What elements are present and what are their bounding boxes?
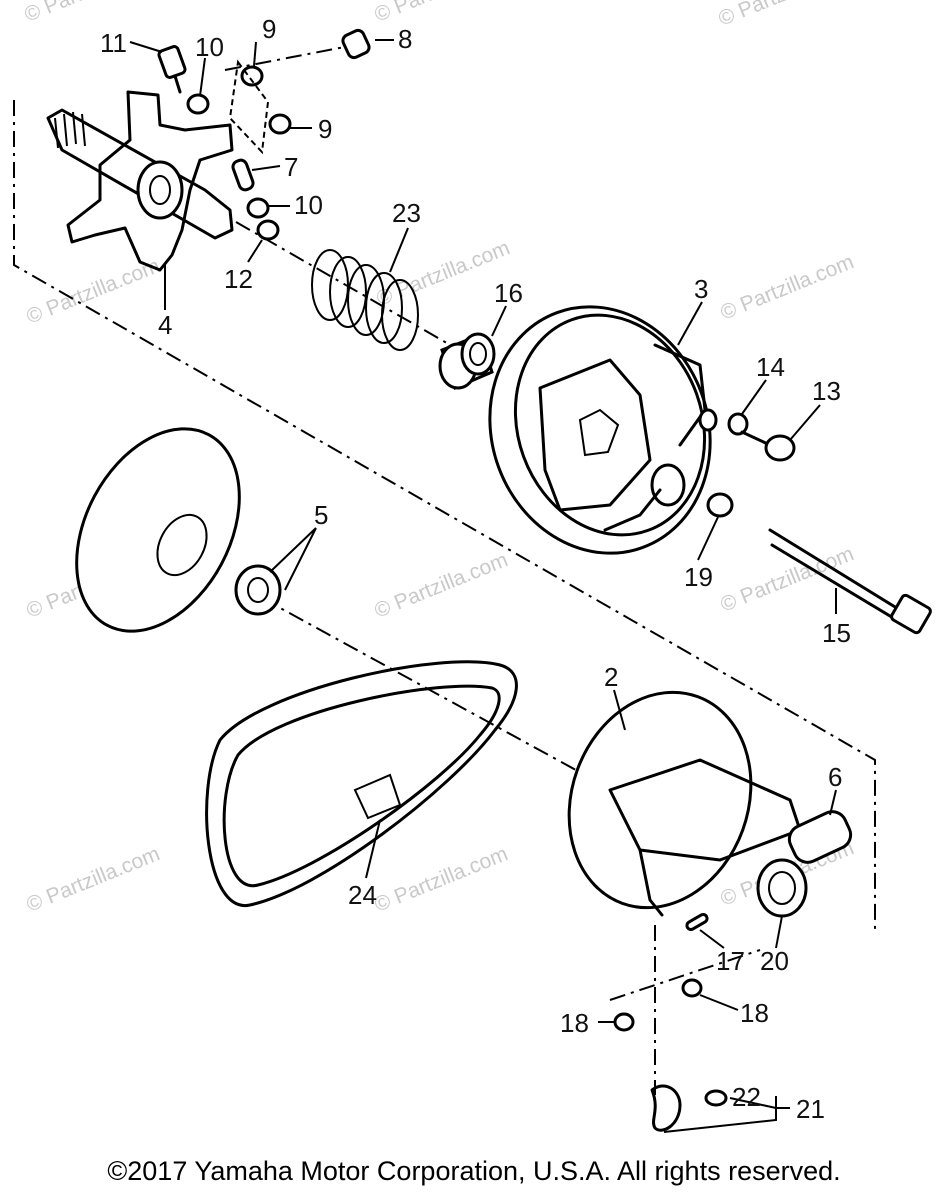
spring [311, 249, 419, 351]
callout-9: 9 [318, 114, 332, 144]
watermark: © Partzilla.com [23, 842, 163, 916]
callout-21: 21 [796, 1094, 825, 1124]
watermark: © Partzilla.com [371, 548, 511, 622]
callout-labels: 11 10 9 8 9 7 10 12 4 23 16 3 14 13 5 19… [100, 14, 851, 1124]
callout-5: 5 [314, 500, 328, 530]
callout-20: 20 [760, 946, 789, 976]
callout-18: 18 [560, 1008, 589, 1038]
fixed-sheave [75, 427, 241, 633]
watermark: © Partzilla.com [717, 250, 857, 324]
drive-belt [205, 660, 518, 907]
watermark: © Partzilla.com [373, 236, 513, 310]
callout-16: 16 [494, 278, 523, 308]
callout-13: 13 [812, 376, 841, 406]
callout-2: 2 [604, 662, 618, 692]
small-fasteners [157, 28, 371, 241]
callout-8: 8 [398, 24, 412, 54]
watermark: © Partzilla.com [715, 0, 855, 31]
driven-sheave [567, 690, 853, 1132]
callout-14: 14 [756, 352, 785, 382]
callout-23: 23 [392, 198, 421, 228]
callout-10: 10 [195, 32, 224, 62]
watermark: © Partzilla.com [371, 0, 511, 27]
callout-12: 12 [224, 264, 253, 294]
watermark: © Partzilla.com [23, 254, 163, 328]
copyright-notice: ©2017 Yamaha Motor Corporation, U.S.A. A… [107, 1156, 841, 1186]
primary-shaft-spider [46, 90, 234, 272]
bushing [438, 332, 496, 391]
callout-18: 18 [740, 998, 769, 1028]
leader-lines [129, 39, 837, 1133]
callout-3: 3 [694, 274, 708, 304]
callout-19: 19 [684, 562, 713, 592]
callout-15: 15 [822, 618, 851, 648]
callout-24: 24 [348, 880, 377, 910]
watermark: © Partzilla.com [21, 0, 161, 27]
callout-17: 17 [716, 946, 745, 976]
callout-6: 6 [828, 762, 842, 792]
clutch-cover [488, 305, 718, 555]
bolts-washers [706, 412, 932, 635]
callout-22: 22 [732, 1082, 761, 1112]
callout-10: 10 [294, 190, 323, 220]
callout-11: 11 [100, 28, 127, 58]
watermark: © Partzilla.com [371, 842, 511, 916]
callout-4: 4 [158, 310, 172, 340]
collar [234, 564, 282, 616]
callout-7: 7 [284, 152, 298, 182]
callout-9: 9 [262, 14, 276, 44]
